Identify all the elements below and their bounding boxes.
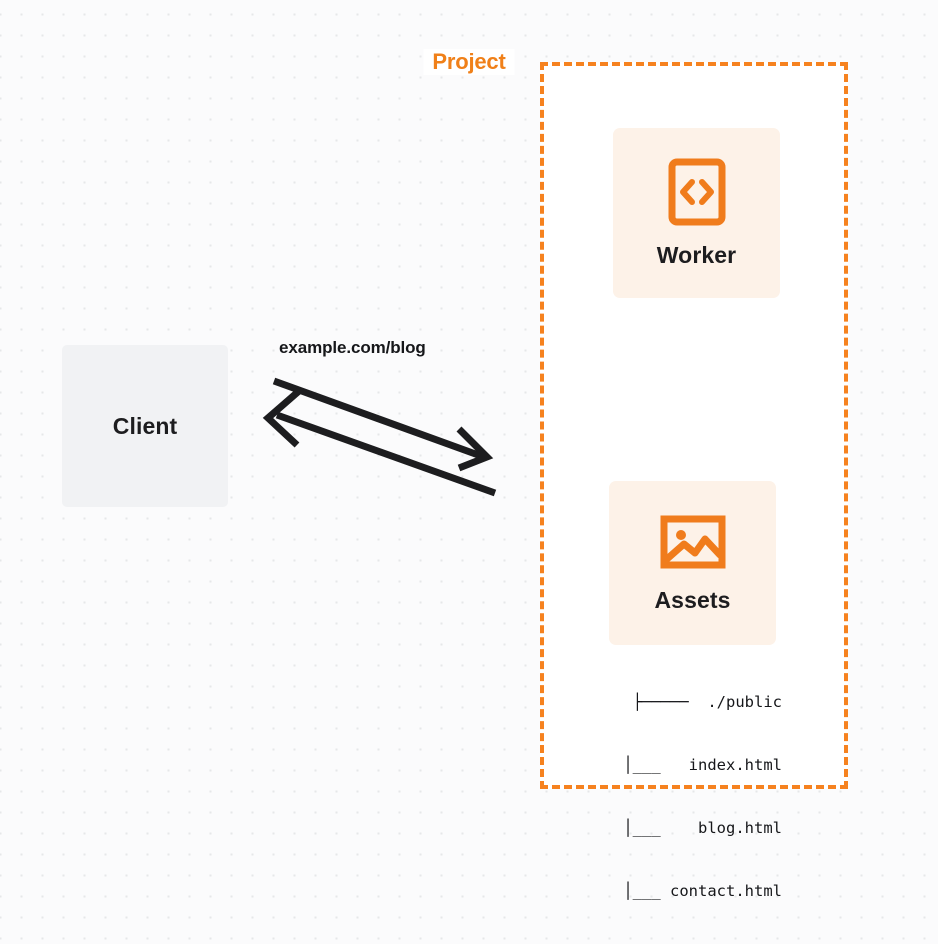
client-node[interactable]: Client <box>62 345 228 507</box>
worker-card[interactable]: Worker <box>613 128 780 298</box>
file-tree-row: │___ contact.html <box>604 882 782 900</box>
client-label: Client <box>112 412 178 439</box>
image-icon <box>660 513 726 571</box>
file-tree-row: │___ index.html <box>604 756 782 774</box>
assets-card[interactable]: Assets <box>609 481 776 645</box>
assets-file-tree: ├───── ./public │___ index.html │___ blo… <box>560 650 782 944</box>
file-tree-row: │___ blog.html <box>604 819 782 837</box>
worker-label: Worker <box>656 241 737 268</box>
code-brackets-icon <box>668 158 726 226</box>
file-tree-row: ├───── ./public <box>632 693 782 711</box>
connection-label: example.com/blog <box>279 338 426 357</box>
project-title: Project <box>423 49 515 75</box>
assets-label: Assets <box>654 586 731 613</box>
request-arrow <box>272 377 494 472</box>
diagram-canvas: Client example.com/blog Project Worker <box>62 49 848 900</box>
response-arrow <box>262 388 497 497</box>
